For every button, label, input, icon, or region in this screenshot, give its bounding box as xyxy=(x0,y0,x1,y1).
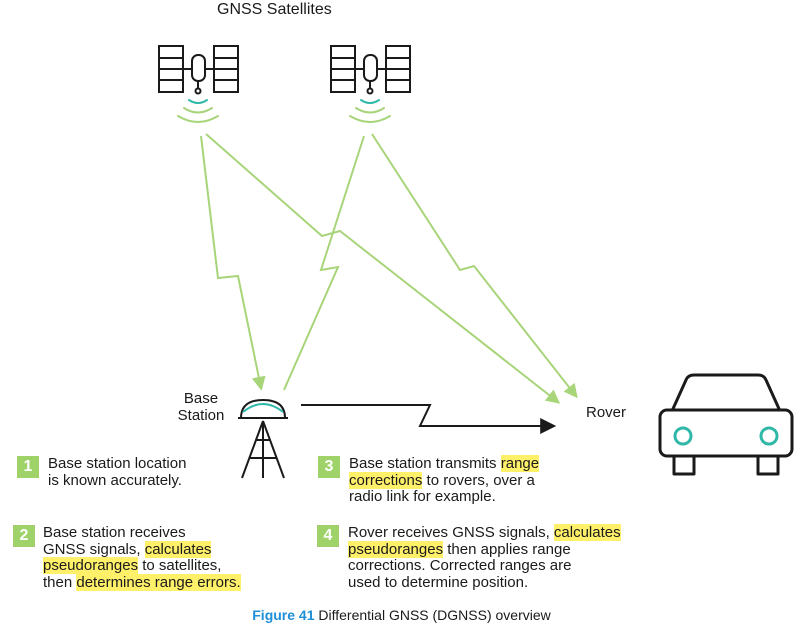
highlighted-phrase: corrections xyxy=(349,471,423,489)
step-2-badge: 2 xyxy=(13,525,35,547)
satellite-icon-right xyxy=(330,45,411,95)
figure-caption-text: Differential GNSS (DGNSS) overview xyxy=(314,607,551,623)
step-text-segment: Base station transmits xyxy=(349,455,501,472)
radio-link-arrow xyxy=(301,404,557,434)
base-station-label-line2: Station xyxy=(177,407,225,424)
step-text-segment: Base station receives xyxy=(43,524,186,541)
highlighted-phrase: range xyxy=(500,455,540,472)
rover-car-icon xyxy=(658,373,794,476)
signal-waves-left xyxy=(177,99,219,123)
signal-sat2-to-rover xyxy=(371,133,578,399)
highlighted-phrase: determines range errors. xyxy=(76,573,241,591)
signal-sat1-to-rover xyxy=(205,133,561,404)
base-station-antenna-icon xyxy=(238,398,288,479)
step-text-segment: to rovers, over a xyxy=(422,471,535,489)
step-3-badge: 3 xyxy=(318,456,340,478)
signal-sat1-to-base xyxy=(200,135,266,391)
signal-waves-right xyxy=(349,99,391,123)
rover-label: Rover xyxy=(586,404,627,421)
step-text-segment: then xyxy=(43,573,77,591)
figure-caption: Figure 41 Differential GNSS (DGNSS) over… xyxy=(0,607,803,623)
step-4-text: Rover receives GNSS signals, calculates p… xyxy=(348,524,621,591)
base-station-label: Base Station xyxy=(173,390,229,424)
step-text-segment: Rover receives GNSS signals, xyxy=(348,524,554,541)
highlighted-phrase: calculates xyxy=(553,524,621,541)
step-text-segment: used to determine position. xyxy=(348,573,529,591)
step-1-badge: 1 xyxy=(17,456,39,478)
step-text-segment: radio link for example. xyxy=(349,488,496,505)
step-text-segment: to satellites, xyxy=(138,557,222,574)
step-4-badge: 4 xyxy=(317,525,339,547)
step-text-segment: Base station location xyxy=(48,455,187,472)
base-station-label-line1: Base xyxy=(183,390,219,407)
figure-number: Figure 41 xyxy=(252,607,315,623)
diagram-title: GNSS Satellites xyxy=(217,1,332,18)
highlighted-phrase: pseudoranges xyxy=(348,540,444,558)
step-text-segment: then applies range xyxy=(443,540,571,558)
highlighted-phrase: pseudoranges xyxy=(43,557,139,574)
step-text-segment: is known accurately. xyxy=(48,471,182,489)
satellite-icon-left xyxy=(158,45,239,95)
signal-sat2-to-base xyxy=(283,135,365,391)
step-text-segment: GNSS signals, xyxy=(43,540,145,558)
step-text-segment: corrections. Corrected ranges are xyxy=(348,557,572,574)
highlighted-phrase: calculates xyxy=(144,540,212,558)
